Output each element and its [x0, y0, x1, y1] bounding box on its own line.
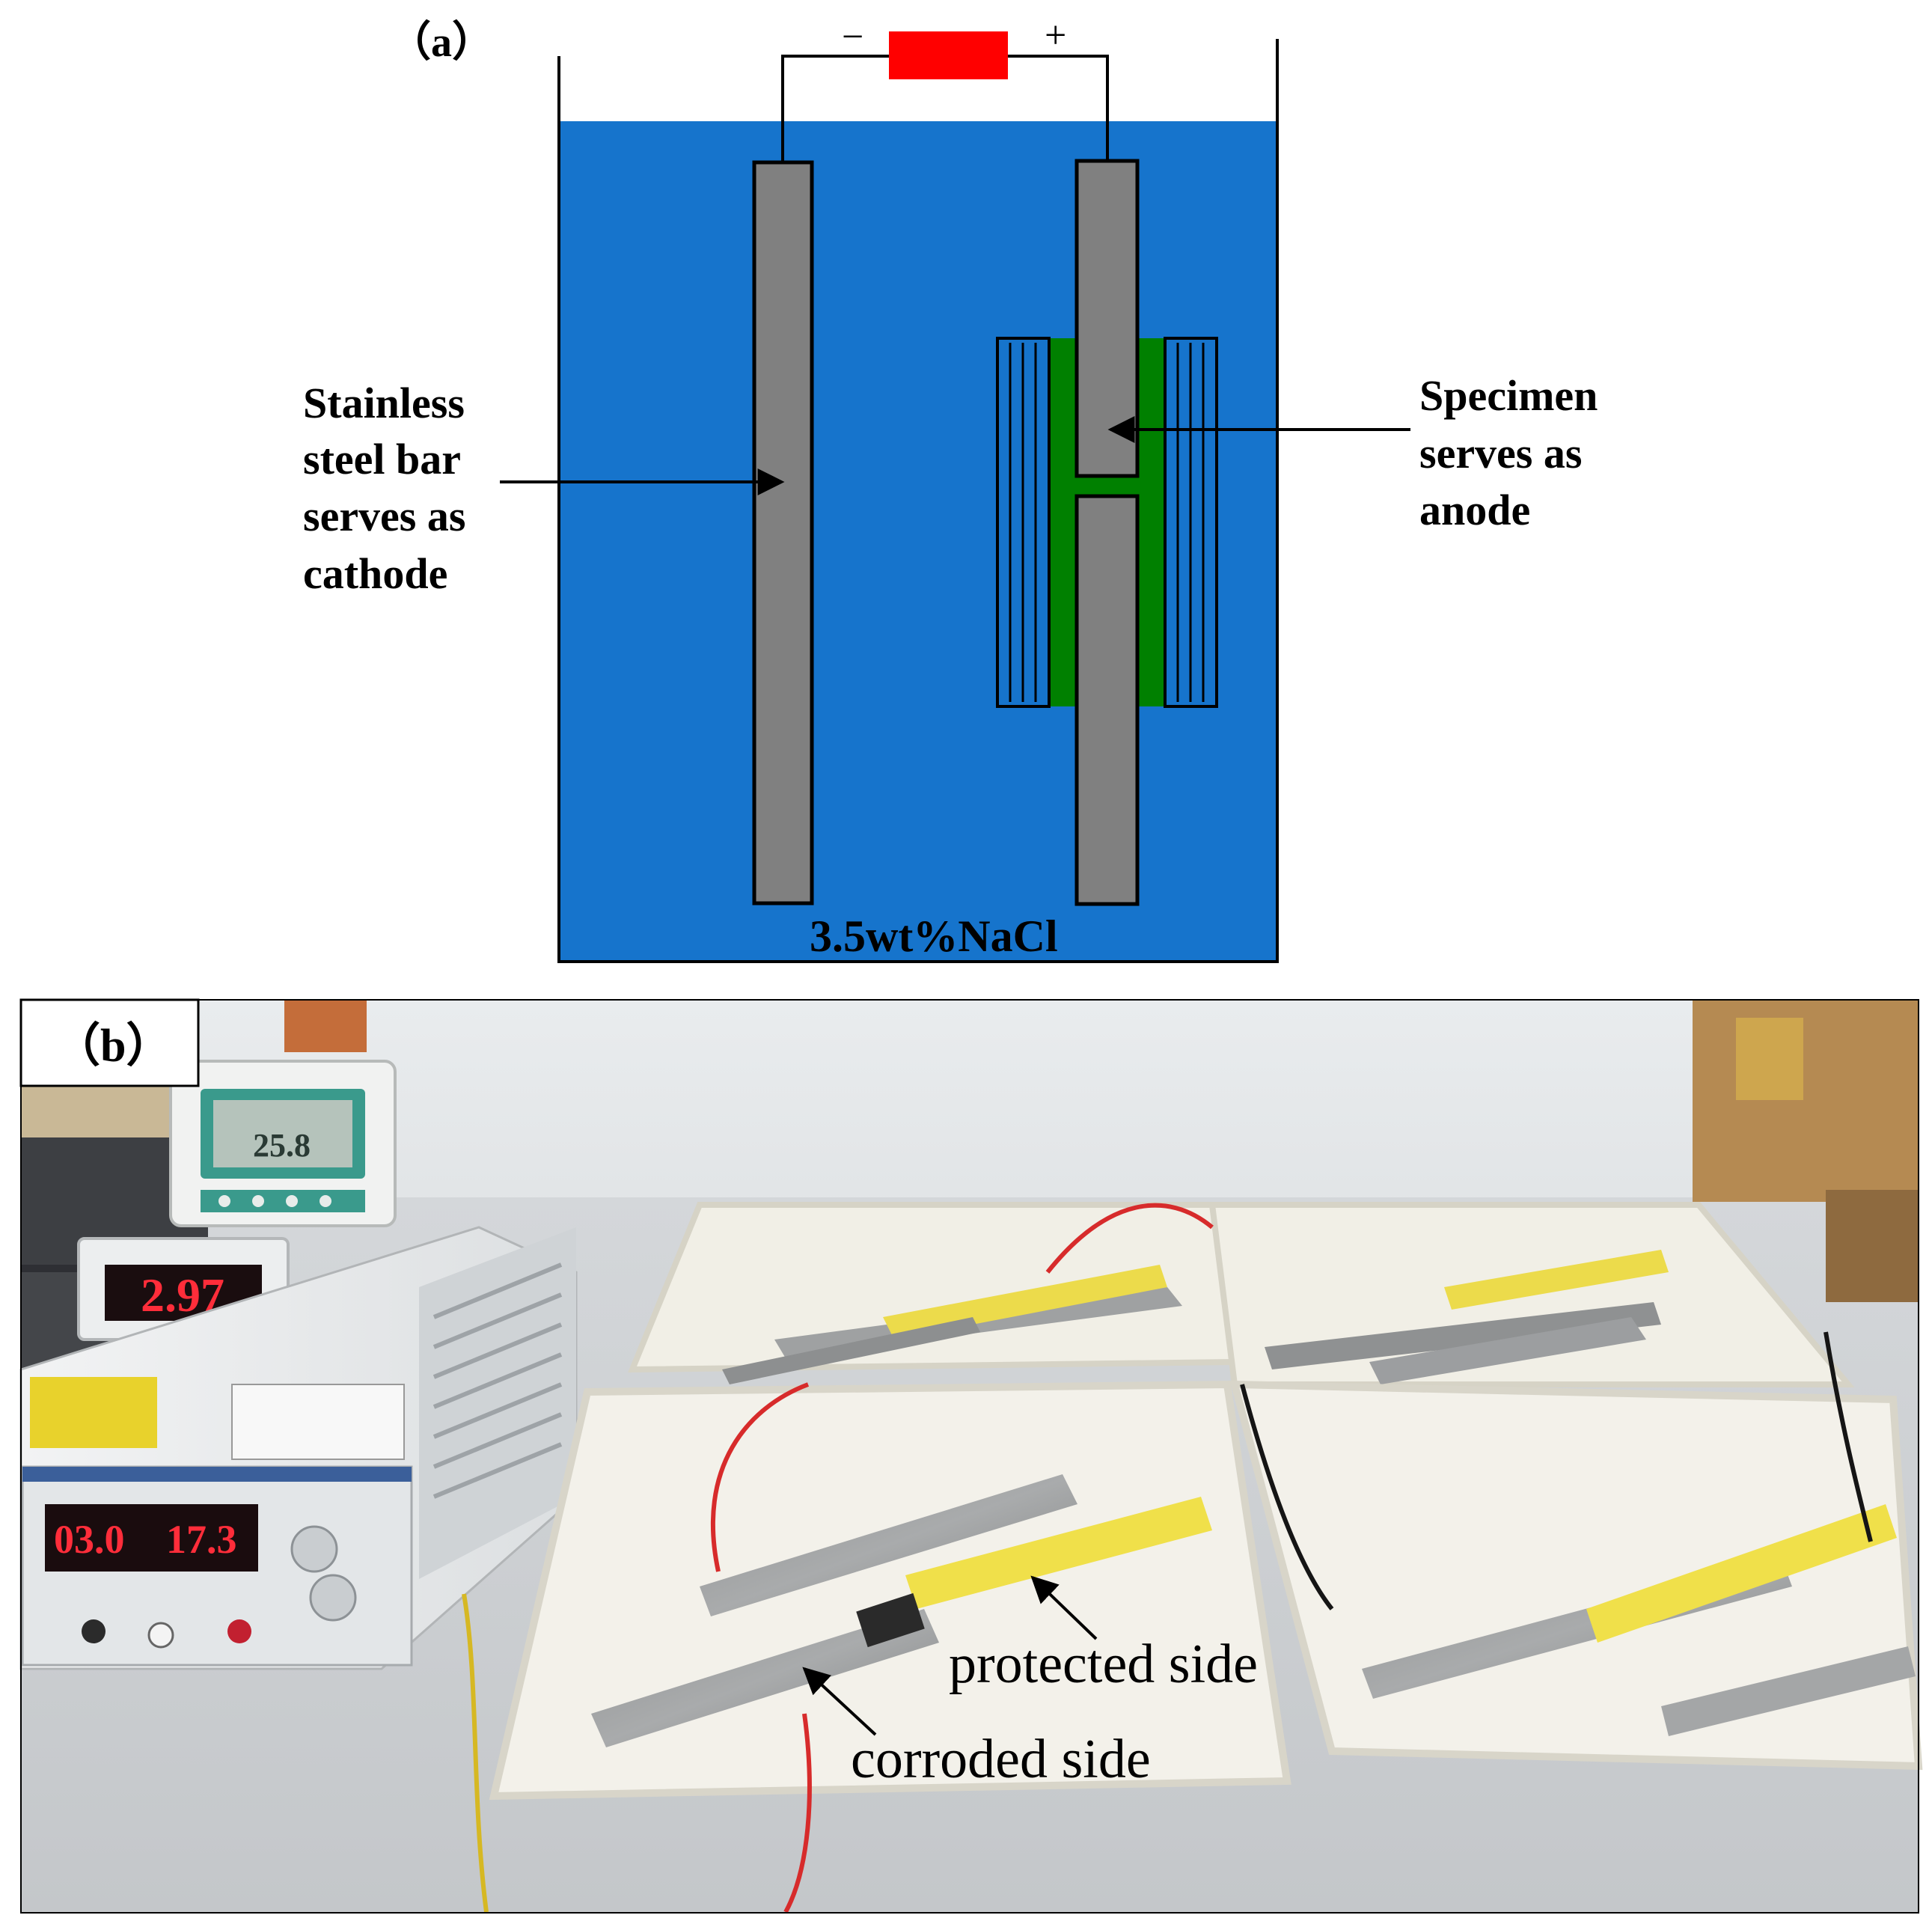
psu-knob-current [309, 1574, 357, 1622]
tray-front-left [489, 1380, 1291, 1801]
dc-power-supply: 03.0 17.3 [19, 1226, 578, 1670]
anode-callout: Specimen serves as anode [1107, 371, 1598, 534]
orange-box [284, 1000, 367, 1052]
panel-a-label: （a） [389, 19, 494, 66]
tray-front-right [1229, 1331, 1923, 1771]
red-wire-bench [783, 1713, 812, 1914]
anode-specimen-lower [1074, 494, 1140, 906]
psu-brand-strip [22, 1467, 412, 1482]
psu-terminal-ground [147, 1622, 174, 1649]
cathode-wire [781, 55, 889, 162]
supply-current-reading: 17.3 [166, 1517, 237, 1562]
supply-voltage-reading: 03.0 [54, 1517, 125, 1562]
cathode-label-line-4: cathode [303, 549, 447, 598]
anode-label-line-1: Specimen [1419, 371, 1598, 420]
power-source [889, 31, 1008, 79]
psu-warning-sticker [30, 1377, 157, 1448]
cathode-callout: Stainless steel bar serves as cathode [303, 379, 785, 598]
yellow-wire [462, 1593, 489, 1913]
photo-frame [20, 999, 1919, 1914]
cathode-label-line-3: serves as [303, 492, 465, 540]
psu-display [45, 1504, 258, 1572]
cardboard-box-side [1826, 1190, 1919, 1302]
cathode-label-line-2: steel bar [303, 435, 461, 483]
tray-back-right [1208, 1202, 1855, 1387]
circuit: − + [781, 14, 1109, 162]
protected-side-label: protected side [949, 1634, 1258, 1695]
cathode-bar [752, 160, 814, 905]
solution-label: 3.5wt%NaCl [810, 911, 1058, 961]
anode-wire [1008, 55, 1109, 161]
corroded-side-arrow [802, 1667, 877, 1736]
anode-label-line-3: anode [1419, 486, 1530, 534]
thermometer-reading: 25.8 [253, 1127, 311, 1164]
panel-b-photo: 25.8 2.97 [19, 998, 1923, 1914]
psu-vent-grille [432, 1262, 563, 1499]
anode-label-line-2: serves as [1419, 429, 1582, 477]
left-grip-pad [996, 337, 1051, 708]
minus-sign: − [842, 16, 863, 58]
plus-sign: + [1045, 14, 1066, 57]
panel-a-schematic: （a） − + [303, 14, 1598, 963]
panel-b-label: （b） [54, 1019, 172, 1072]
cardboard-box-top [1693, 1000, 1919, 1202]
thermometer: 25.8 [169, 1060, 397, 1227]
protected-side-arrow [1030, 1575, 1098, 1640]
psu-label-sticker [231, 1384, 405, 1460]
psu-terminal-positive [227, 1619, 251, 1643]
red-wire-top [1045, 1203, 1214, 1274]
psu-terminal-negative [82, 1619, 106, 1643]
red-wire-front-left [710, 1382, 810, 1572]
cathode-label-line-1: Stainless [303, 379, 465, 427]
box-print [1736, 1018, 1803, 1100]
tray-back-left [628, 1202, 1238, 1384]
psu-knob-voltage [290, 1525, 338, 1573]
black-wire-right [1824, 1331, 1873, 1542]
right-grip-pad [1164, 337, 1218, 708]
corroded-side-label: corroded side [851, 1729, 1151, 1790]
black-wire [1240, 1384, 1334, 1610]
